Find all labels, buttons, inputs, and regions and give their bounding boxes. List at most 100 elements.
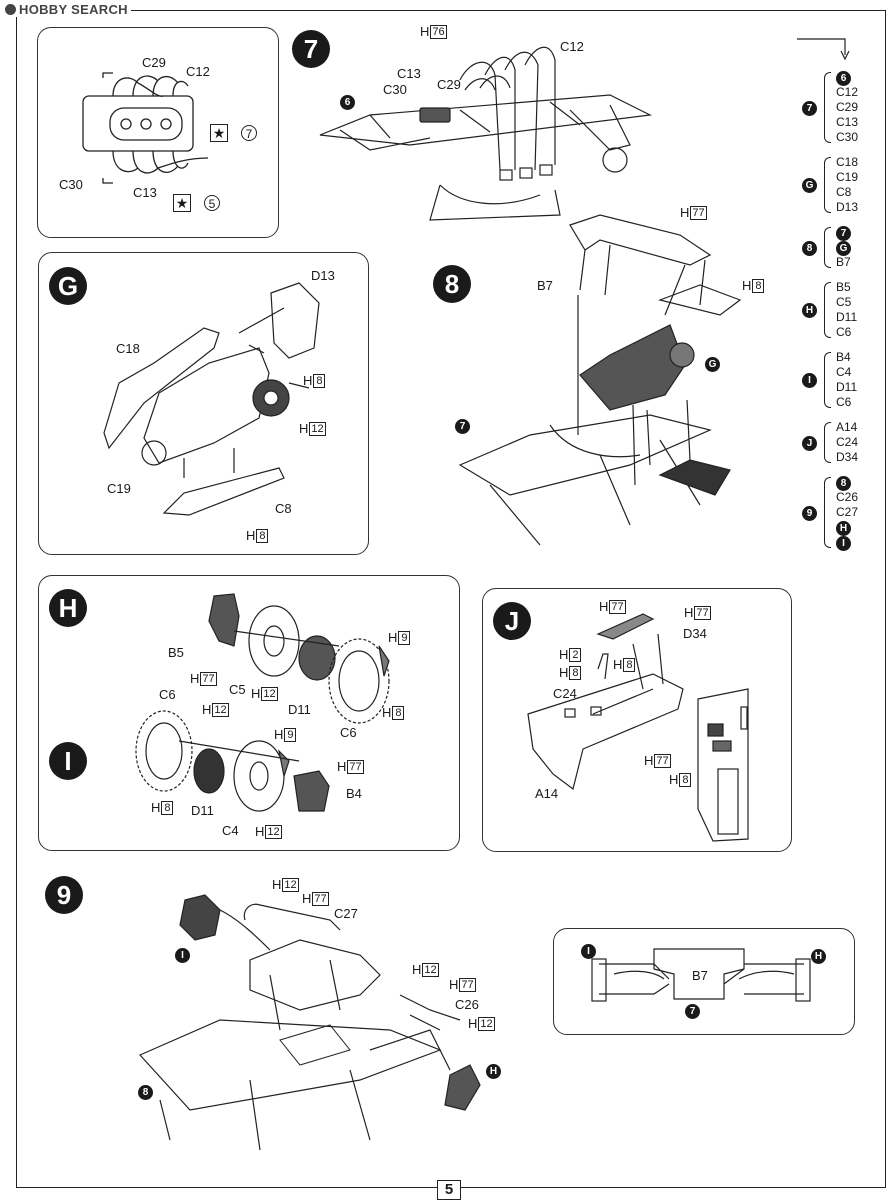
step9-assembly-drawing [138,894,481,1151]
star-callout-icon: ★ [210,124,228,142]
index-item: C26 [836,490,859,504]
index-step-badge: J [802,435,817,451]
index-item: 7 [836,225,880,241]
index-brace [824,477,831,548]
index-item: C8 [836,185,852,199]
index-item: C6 [836,325,852,339]
gearbox-drawing [103,282,320,516]
label-d11-h: D11 [288,702,311,717]
label-c27: C27 [334,906,358,921]
index-item: H [836,520,880,536]
label-c29: C29 [142,55,166,70]
ref-step-7-rear: 7 [685,1004,700,1019]
index-item: C19 [836,170,859,184]
index-item: C27 [836,505,859,519]
index-brace [824,157,831,213]
rear-frame-drawing [591,948,811,1002]
index-item: C30 [836,130,859,144]
ref-step-8: 8 [138,1085,153,1100]
watermark: HOBBY SEARCH [2,2,131,17]
index-item: C4 [836,365,852,379]
label-b7-step8: B7 [537,278,553,293]
step-g-badge: G [49,267,87,305]
index-arrow-icon [797,38,850,61]
console-drawing [527,613,749,842]
index-brace [824,72,831,143]
label-c18: C18 [116,341,140,356]
index-item: C5 [836,295,852,309]
step-9-badge: 9 [45,876,83,914]
panel-engine-detail: C29 C12 C30 C13 ★ 7 ★ 5 [37,27,279,238]
label-c30-step7: C30 [383,82,407,97]
label-b5: B5 [168,645,184,660]
label-c5: C5 [229,682,246,697]
index-step-badge: H [802,303,817,318]
ref-step-6: 6 [340,95,355,110]
label-c13: C13 [133,185,157,200]
index-item: B7 [836,255,851,269]
label-c26: C26 [455,997,479,1012]
ref-step-h: H [486,1064,501,1079]
ref-step-i: I [175,948,190,963]
step-h-badge: H [49,589,87,627]
label-a14: A14 [535,786,559,801]
ref-step-g: G [705,357,720,372]
index-item: C6 [836,395,852,409]
label-c6-h: C6 [340,725,357,740]
index-step-ref: 8 [836,476,851,491]
index-item: I [836,535,880,551]
index-step-ref: I [836,536,851,551]
label-d13: D13 [311,268,335,283]
watermark-logo-icon [5,4,16,15]
index-step-badge: 8 [802,240,817,256]
panel-rear-view: B7 I H 7 [553,928,855,1035]
label-c13-step7: C13 [397,66,421,81]
index-step-ref: 7 [836,226,851,241]
label-b7-rear: B7 [692,968,708,983]
index-item: C29 [836,100,859,114]
step-8-badge: 8 [433,265,471,303]
index-brace [824,352,831,408]
label-d11-i: D11 [191,803,214,818]
index-step-badge: G [802,178,817,193]
ref-step-i-rear: I [581,944,596,959]
step-i-badge: I [49,742,87,780]
index-item: C24 [836,435,859,449]
index-step-badge: I [802,373,817,388]
index-step-badge: 7 [802,100,817,116]
index-item: D34 [836,450,859,464]
index-item: 8 [836,475,880,491]
index-item: D11 [836,380,858,394]
label-c12-step7: C12 [560,39,584,54]
